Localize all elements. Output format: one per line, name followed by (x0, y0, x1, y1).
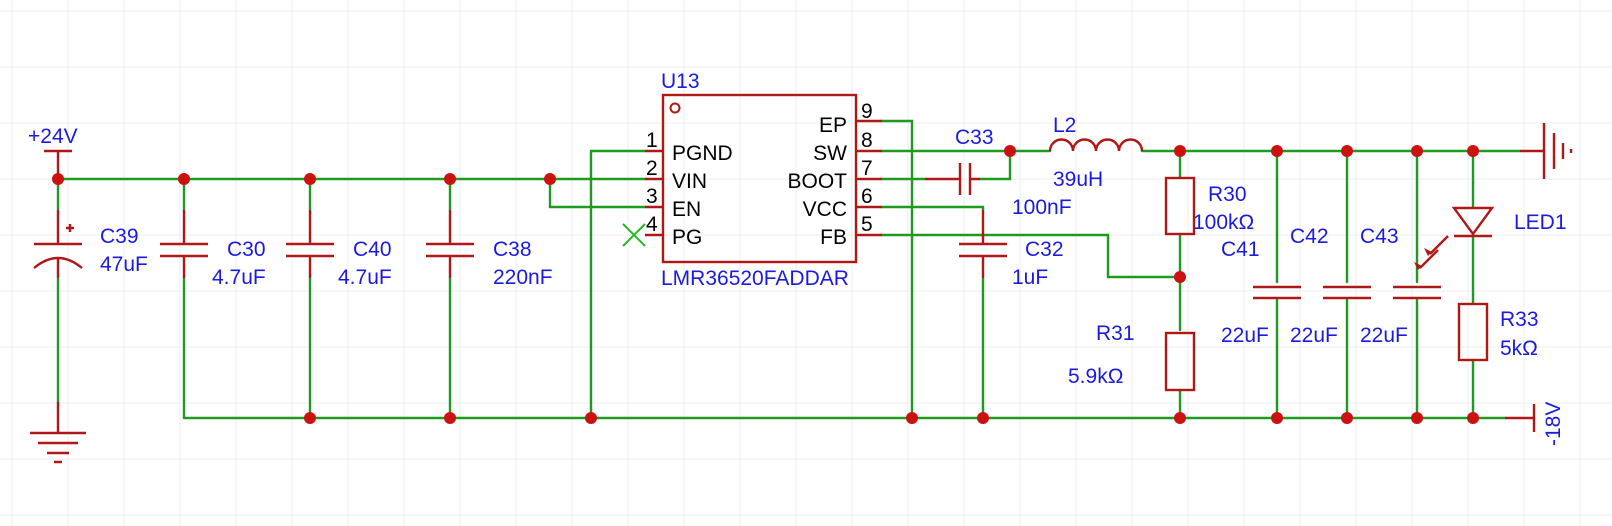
r31-value: 5.9kΩ (1068, 365, 1123, 388)
pin-number-9: 9 (861, 100, 873, 123)
capacitor-c32: C32 1uF (959, 210, 1064, 289)
pin-number-6: 6 (861, 185, 873, 208)
pin-number-4: 4 (646, 213, 658, 236)
net-flag-plus-24v: +24V (28, 125, 78, 179)
junction-dot (906, 412, 918, 424)
r33-value: 5kΩ (1500, 337, 1538, 360)
net-label-plus-24v: +24V (28, 125, 78, 148)
pin-number-5: 5 (861, 213, 873, 236)
junction-dot (1174, 271, 1186, 283)
c39-value: 47uF (100, 253, 148, 276)
no-connect-marker (622, 223, 646, 247)
pin-name-vin: VIN (672, 170, 707, 193)
pin-number-1: 1 (646, 129, 658, 152)
junction-dot (1411, 145, 1423, 157)
r31-designator: R31 (1096, 322, 1135, 345)
net-label-minus-18v: -18V (1542, 402, 1565, 446)
pin-name-fb: FB (820, 226, 847, 249)
c38-value: 220nF (493, 266, 553, 289)
c30-value: 4.7uF (212, 266, 266, 289)
capacitor-c43: C43 22uF (1360, 225, 1441, 347)
junctions (52, 145, 1479, 424)
c39-designator: C39 (100, 225, 139, 248)
r30-designator: R30 (1208, 183, 1247, 206)
junction-dot (1004, 145, 1016, 157)
ground-symbol (30, 402, 86, 464)
c32-value: 1uF (1012, 266, 1048, 289)
c42-value: 22uF (1290, 324, 1338, 347)
c41-designator: C41 (1221, 238, 1260, 261)
net-flag-minus-18v: -18V (1505, 402, 1565, 446)
junction-dot (1467, 412, 1479, 424)
junction-dot (1341, 412, 1353, 424)
pin-name-boot: BOOT (787, 170, 847, 193)
c40-designator: C40 (353, 238, 392, 261)
c33-value: 100nF (1012, 196, 1072, 219)
pin-name-ep: EP (819, 114, 847, 137)
u13-part-number: LMR36520FADDAR (661, 267, 849, 290)
junction-dot (1271, 145, 1283, 157)
led1-designator: LED1 (1514, 211, 1567, 234)
inductor-l2: L2 39uH (1048, 114, 1144, 191)
junction-dot (1271, 412, 1283, 424)
capacitor-c38: C38 220nF (426, 210, 553, 289)
junction-dot (585, 412, 597, 424)
junction-dot (444, 173, 456, 185)
c41-value: 22uF (1221, 324, 1269, 347)
r30-value: 100kΩ (1193, 211, 1254, 234)
junction-dot (544, 173, 556, 185)
pin-name-sw: SW (813, 142, 847, 165)
capacitor-c42: C42 22uF (1290, 225, 1371, 347)
junction-dot (1341, 145, 1353, 157)
u13-designator: U13 (661, 70, 700, 93)
junction-dot (1411, 412, 1423, 424)
pin-number-2: 2 (646, 157, 658, 180)
junction-dot (304, 173, 316, 185)
pin-name-pg: PG (672, 226, 702, 249)
capacitor-c40: C40 4.7uF (286, 210, 392, 289)
resistor-r31: R31 5.9kΩ (1068, 322, 1196, 392)
c30-designator: C30 (227, 238, 266, 261)
pin-name-en: EN (672, 198, 701, 221)
resistor-r33: R33 5kΩ (1457, 302, 1539, 362)
c38-designator: C38 (493, 238, 532, 261)
junction-dot (178, 173, 190, 185)
junction-dot (1467, 145, 1479, 157)
pin-name-vcc: VCC (803, 198, 847, 221)
capacitor-c41: C41 22uF (1221, 238, 1301, 347)
capacitor-c30: C30 4.7uF (160, 210, 266, 289)
pin-number-8: 8 (861, 129, 873, 152)
l2-value: 39uH (1053, 168, 1103, 191)
r33-designator: R33 (1500, 308, 1539, 331)
led-led1: LED1 (1414, 206, 1567, 270)
c33-designator: C33 (955, 126, 994, 149)
pin-number-7: 7 (861, 157, 873, 180)
power-flag-output (1520, 123, 1573, 179)
junction-dot (977, 412, 989, 424)
c43-designator: C43 (1360, 225, 1399, 248)
pin-name-pgnd: PGND (672, 142, 733, 165)
junction-dot (1174, 145, 1186, 157)
resistor-r30: R30 100kΩ (1164, 176, 1254, 236)
ic-u13: U13 LMR36520FADDAR 1 2 3 4 PGND VIN EN P… (645, 70, 882, 290)
capacitor-c39: C39 47uF (33, 210, 148, 278)
l2-designator: L2 (1053, 114, 1076, 137)
c32-designator: C32 (1025, 238, 1064, 261)
junction-dot (52, 173, 64, 185)
capacitor-c33: C33 100nF (925, 126, 1072, 219)
pin-number-3: 3 (646, 185, 658, 208)
junction-dot (304, 412, 316, 424)
c40-value: 4.7uF (338, 266, 392, 289)
c42-designator: C42 (1290, 225, 1329, 248)
c43-value: 22uF (1360, 324, 1408, 347)
junction-dot (444, 412, 456, 424)
junction-dot (1174, 412, 1186, 424)
